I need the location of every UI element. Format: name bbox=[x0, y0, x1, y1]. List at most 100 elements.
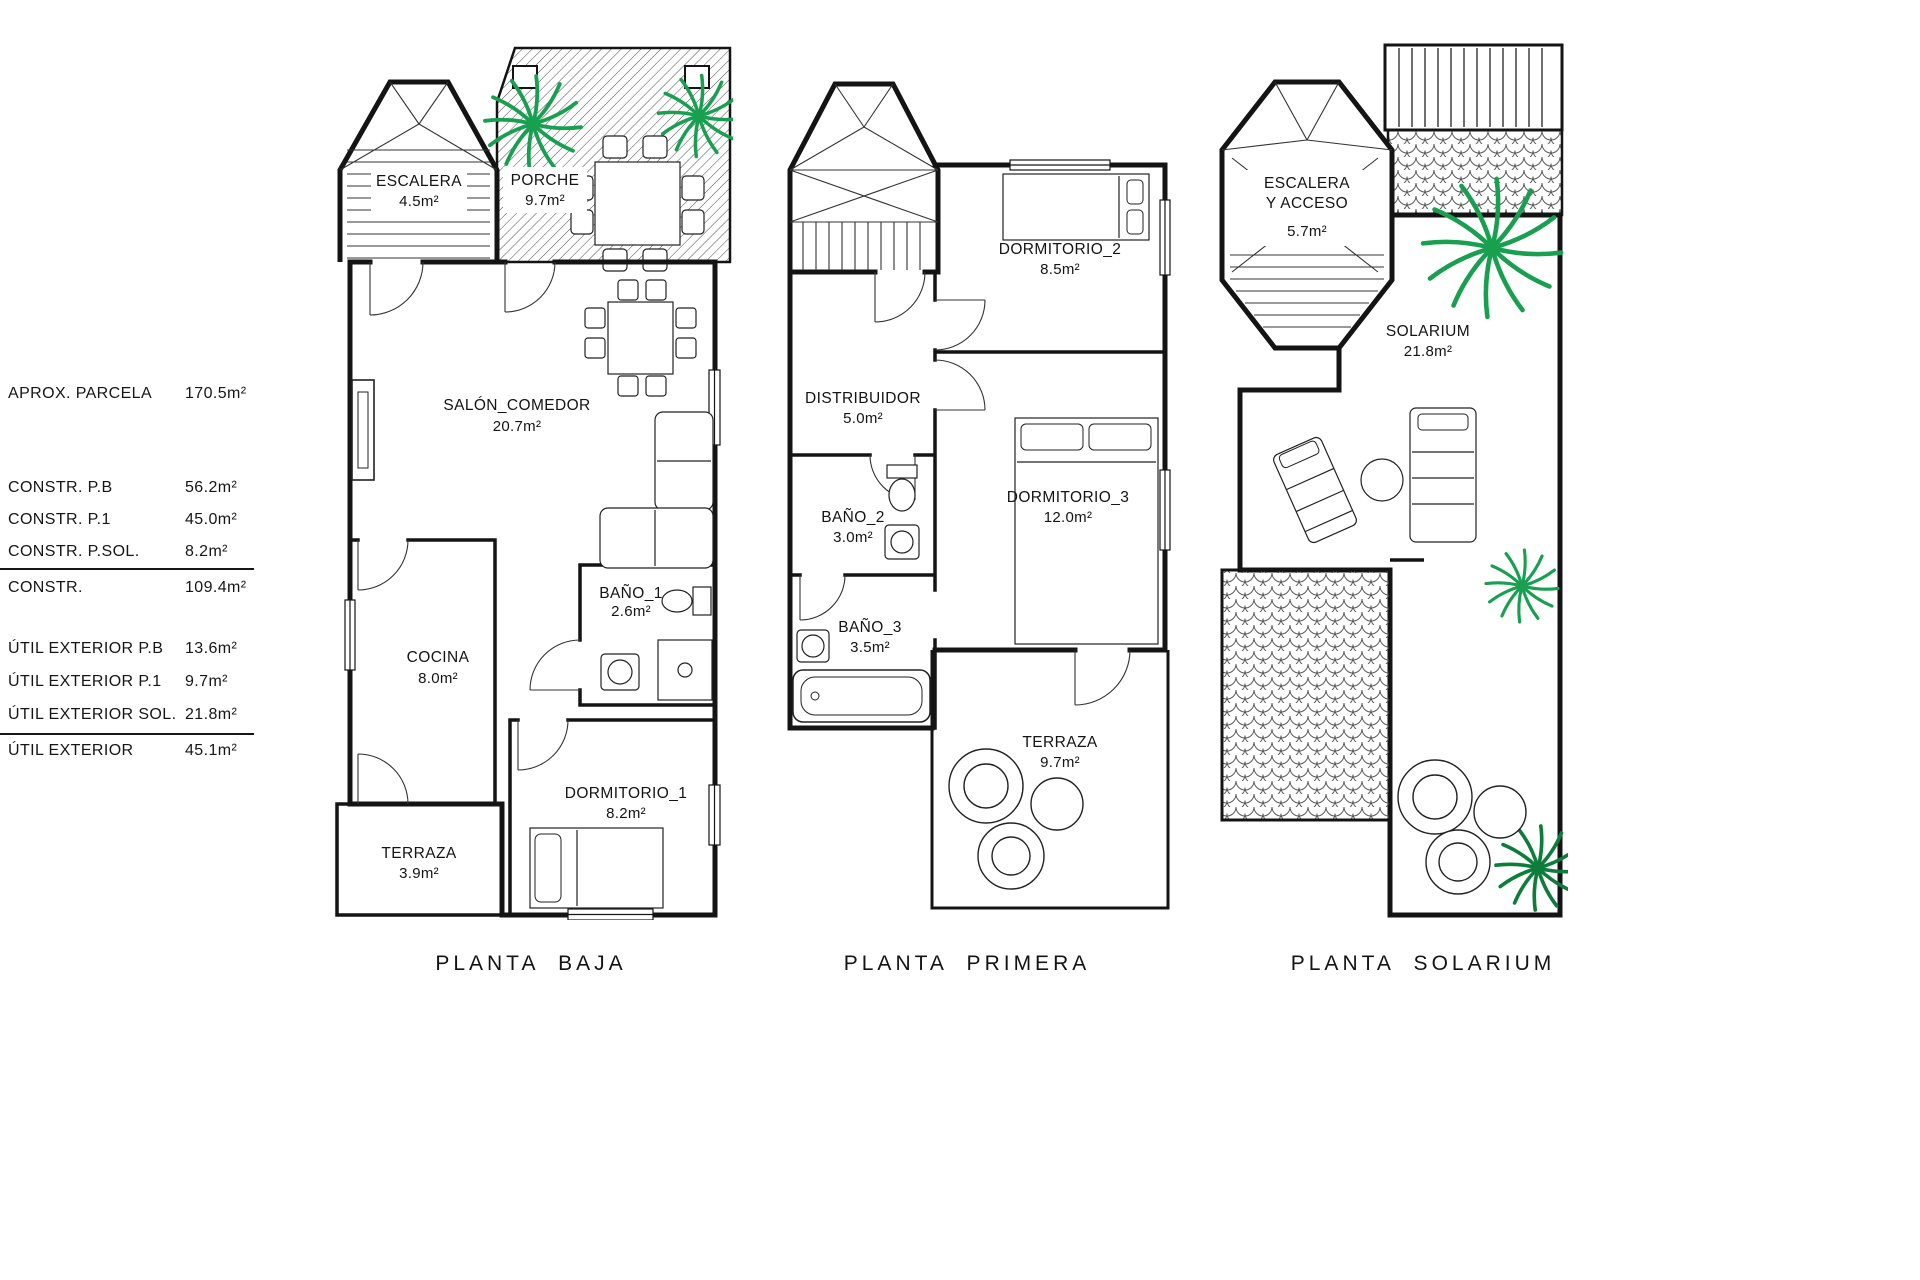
door-arc bbox=[1074, 649, 1131, 706]
summary-row-util-p1: ÚTIL EXTERIOR P.1 9.7m² bbox=[8, 673, 268, 691]
room-label: TERRAZA bbox=[1022, 734, 1097, 751]
roof-ridge-lines bbox=[789, 83, 939, 171]
summary-value: 45.0m² bbox=[185, 511, 238, 528]
bathtub-icon bbox=[792, 669, 931, 723]
summary-label: ÚTIL EXTERIOR bbox=[8, 742, 134, 759]
sink-icon bbox=[600, 653, 640, 691]
summary-value: 8.2m² bbox=[185, 543, 228, 560]
sofa bbox=[599, 411, 714, 569]
bed bbox=[1014, 417, 1159, 645]
room-label: DORMITORIO_2 bbox=[999, 241, 1122, 258]
tiled-roof-block bbox=[1220, 568, 1392, 822]
toilet-icon bbox=[661, 586, 712, 616]
pergola-slats bbox=[1398, 48, 1543, 127]
stairs bbox=[1230, 254, 1384, 328]
summary-label: CONSTR. P.B bbox=[8, 479, 113, 496]
room-area: 5.7m² bbox=[1287, 223, 1327, 240]
room-label: DISTRIBUIDOR bbox=[805, 390, 921, 407]
label-bg bbox=[1246, 170, 1368, 246]
bed bbox=[1002, 173, 1150, 241]
round-chair bbox=[1397, 759, 1473, 835]
sink-icon bbox=[884, 524, 920, 560]
round-table bbox=[1360, 458, 1404, 502]
room-area: 5.0m² bbox=[843, 410, 883, 427]
terraza-walls bbox=[930, 650, 1170, 910]
label-bg bbox=[503, 167, 587, 213]
summary-value: 9.7m² bbox=[185, 673, 228, 690]
label-bg bbox=[371, 168, 467, 212]
summary-label: CONSTR. bbox=[8, 579, 83, 596]
summary-value: 109.4m² bbox=[185, 579, 247, 596]
sink-icon bbox=[796, 629, 830, 663]
room-area: 8.5m² bbox=[1040, 261, 1080, 278]
room-label: SOLARIUM bbox=[1386, 323, 1470, 340]
stairs bbox=[789, 169, 939, 270]
summary-row-util-pb: ÚTIL EXTERIOR P.B 13.6m² bbox=[8, 640, 268, 658]
interior-walls bbox=[788, 270, 1167, 730]
room-area: 21.8m² bbox=[1404, 343, 1453, 360]
room-label: ESCALERA bbox=[1264, 175, 1350, 192]
room-area: 3.5m² bbox=[850, 639, 890, 656]
summary-row-constr-psol: CONSTR. P.SOL. 8.2m² bbox=[8, 543, 268, 561]
toilet-icon bbox=[886, 464, 918, 512]
plan-baja-title: PLANTA BAJA bbox=[435, 952, 627, 975]
fireplace bbox=[351, 379, 375, 481]
room-area: 9.7m² bbox=[525, 192, 565, 209]
summary-value: 21.8m² bbox=[185, 706, 238, 723]
door-arc bbox=[504, 261, 556, 313]
sun-lounger bbox=[1273, 436, 1357, 544]
summary-label: ÚTIL EXTERIOR SOL. bbox=[8, 706, 177, 723]
summary-value: 45.1m² bbox=[185, 742, 238, 759]
shower-tray bbox=[657, 639, 713, 701]
palm-plant-icon bbox=[1486, 550, 1558, 622]
porch-area: PORCHE 9.7m² bbox=[485, 46, 733, 272]
door-arc bbox=[357, 753, 409, 805]
room-area: 3.9m² bbox=[399, 865, 439, 882]
room-label: SALÓN_COMEDOR bbox=[443, 397, 590, 414]
summary-row-aprox-parcela: APROX. PARCELA 170.5m² bbox=[8, 385, 268, 403]
summary-value: 170.5m² bbox=[185, 385, 247, 402]
room-label: BAÑO_3 bbox=[838, 619, 902, 636]
stair-turret: ESCALERA Y ACCESO 5.7m² bbox=[1219, 79, 1395, 351]
summary-label: APROX. PARCELA bbox=[8, 385, 153, 402]
round-table bbox=[1030, 777, 1084, 831]
plan-baja-drawing: PORCHE 9.7m² ESCALERA 4.5m² bbox=[335, 46, 733, 920]
turret-walls bbox=[787, 81, 941, 272]
bush-plant-icon bbox=[1496, 826, 1568, 910]
room-label: ESCALERA bbox=[376, 173, 462, 190]
room-area: 3.0m² bbox=[833, 529, 873, 546]
plan-primera-title: PLANTA PRIMERA bbox=[843, 952, 1091, 975]
round-chair bbox=[948, 748, 1024, 824]
door-arc bbox=[874, 271, 926, 323]
pergola bbox=[1383, 43, 1564, 132]
summary-label: CONSTR. P.SOL. bbox=[8, 543, 140, 560]
room-area: 12.0m² bbox=[1044, 509, 1093, 526]
room-label: COCINA bbox=[407, 649, 470, 666]
room-area: 8.2m² bbox=[606, 805, 646, 822]
bed bbox=[529, 827, 664, 909]
summary-value: 13.6m² bbox=[185, 640, 238, 657]
room-label: DORMITORIO_3 bbox=[1007, 489, 1130, 506]
sun-lounger bbox=[1409, 407, 1477, 543]
summary-row-util-total: ÚTIL EXTERIOR 45.1m² bbox=[8, 742, 268, 760]
door-arcs bbox=[357, 261, 581, 805]
room-area: 8.0m² bbox=[418, 670, 458, 687]
room-label: BAÑO_2 bbox=[821, 509, 885, 526]
stair-turret: ESCALERA 4.5m² bbox=[337, 79, 500, 262]
windows bbox=[344, 369, 721, 920]
door-arc bbox=[934, 299, 986, 351]
door-arc bbox=[934, 359, 986, 411]
plan-solarium-title: PLANTA SOLARIUM bbox=[1290, 952, 1556, 975]
stair-turret bbox=[787, 81, 941, 275]
summary-label: ÚTIL EXTERIOR P.1 bbox=[8, 673, 162, 690]
room-label: TERRAZA bbox=[381, 845, 456, 862]
windows bbox=[1009, 159, 1171, 551]
room-label: BAÑO_1 bbox=[599, 585, 663, 602]
summary-total-rule bbox=[0, 568, 254, 570]
summary-label: ÚTIL EXTERIOR P.B bbox=[8, 640, 164, 657]
porch-post bbox=[684, 65, 710, 89]
plan-solarium-drawing: ESCALERA Y ACCESO 5.7m² bbox=[1219, 43, 1568, 918]
room-label: PORCHE bbox=[511, 172, 580, 189]
